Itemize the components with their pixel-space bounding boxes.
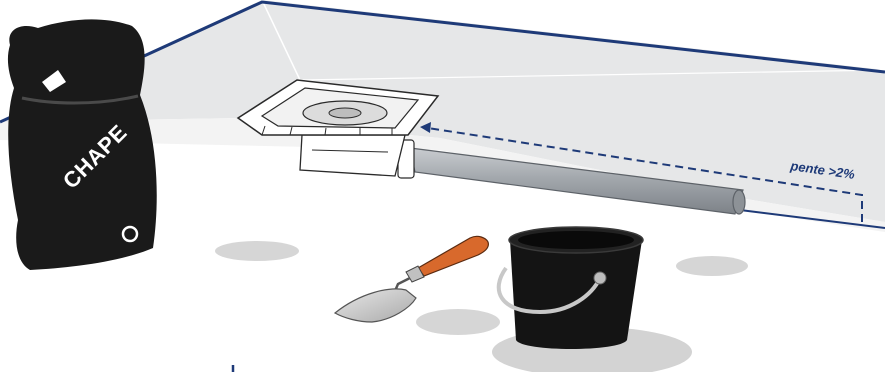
slab-crease-line-2 [299, 69, 885, 81]
drain-flange-ribs [261, 125, 393, 136]
slope-arrow-line [427, 127, 863, 222]
drain-body [299, 134, 406, 177]
trowel-handle [417, 235, 489, 277]
bucket-handle [496, 266, 602, 315]
bag-body [7, 19, 157, 270]
bucket-contents [518, 231, 634, 249]
shadow [215, 241, 299, 261]
floor-shadows [215, 241, 748, 377]
slab-crease-line [261, 0, 301, 81]
shadow [416, 309, 500, 335]
bag-tab [42, 70, 66, 92]
shadow [676, 256, 748, 276]
pipe-end [732, 189, 746, 215]
floor-drain-icon [236, 79, 440, 177]
bag-highlight [21, 94, 139, 105]
bucket-body [510, 240, 642, 349]
trowel-blade [333, 288, 417, 323]
bucket-icon [496, 226, 644, 349]
drain-pipe-icon [397, 139, 746, 215]
slope-arrow-head [420, 122, 431, 133]
drain-grate-center [328, 107, 362, 119]
cement-bag-icon: CHAPE [7, 19, 157, 270]
slab-front-edge [739, 209, 885, 229]
trowel-icon [333, 235, 489, 323]
drain-body-line [311, 149, 389, 153]
slab-top-surface [0, 0, 885, 222]
bag-hole [121, 225, 139, 243]
bucket-handle-pivot [593, 271, 607, 285]
